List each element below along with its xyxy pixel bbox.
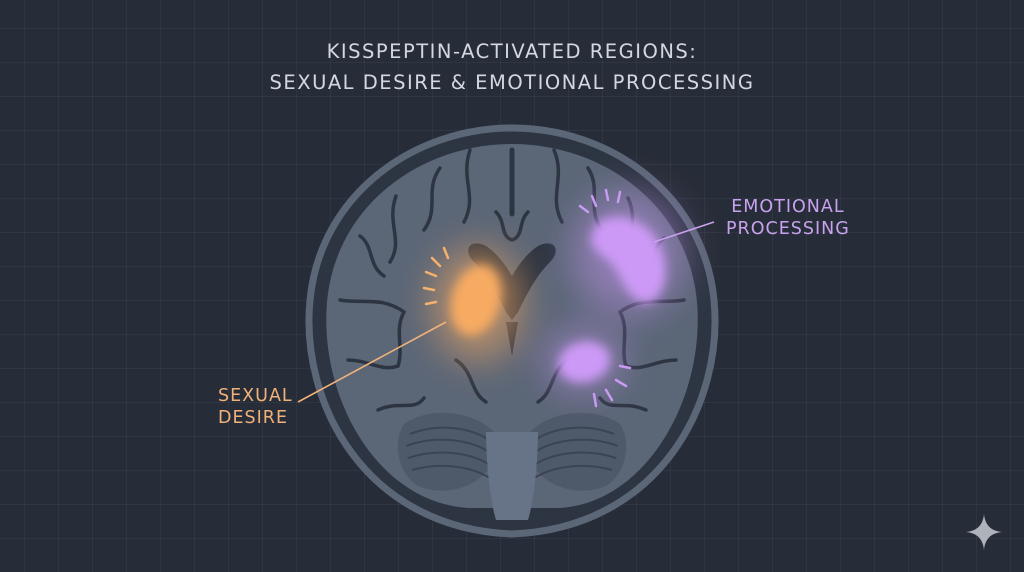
emotion-ray-marks <box>578 188 632 408</box>
brain-sulci <box>338 148 686 412</box>
emotional-processing-activation <box>544 188 684 408</box>
emotional-label-line-1: EMOTIONAL <box>731 197 845 217</box>
emotional-label-line-2: PROCESSING <box>726 219 850 239</box>
sexual-label-line-2: DESIRE <box>218 408 289 428</box>
desire-ray-marks <box>422 246 450 306</box>
sexual-desire-activation <box>422 246 524 362</box>
diagram-title: KISSPEPTIN-ACTIVATED REGIONS: SEXUAL DES… <box>0 36 1024 98</box>
title-line-1: KISSPEPTIN-ACTIVATED REGIONS: <box>326 40 698 63</box>
sparkle-icon <box>966 514 1002 550</box>
emotional-leader-line <box>653 221 715 243</box>
desire-leader-line <box>297 321 447 403</box>
title-line-2: SEXUAL DESIRE & EMOTIONAL PROCESSING <box>269 71 755 94</box>
sexual-desire-label: SEXUAL DESIRE <box>218 385 293 429</box>
emotional-processing-label: EMOTIONAL PROCESSING <box>726 196 850 240</box>
sexual-label-line-1: SEXUAL <box>218 386 293 406</box>
